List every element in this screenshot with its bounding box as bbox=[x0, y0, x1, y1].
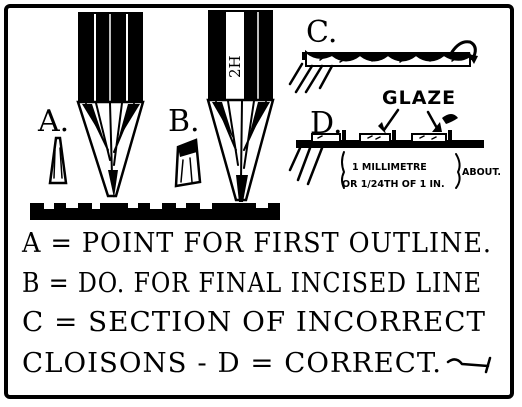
label-a: A. bbox=[37, 104, 69, 139]
caption-line-d: CLOISONS - D = CORRECT. bbox=[22, 348, 442, 379]
base-bar bbox=[30, 203, 280, 220]
glaze-label: GLAZE bbox=[382, 87, 456, 109]
label-c: C. bbox=[306, 15, 337, 50]
pencil-grade-label: 2H bbox=[226, 55, 244, 78]
pencil-b bbox=[206, 10, 275, 202]
pencil-b-lead bbox=[236, 175, 248, 202]
about-label: ABOUT. bbox=[462, 167, 501, 178]
measure-line-2: OR 1/24TH OF 1 IN. bbox=[342, 179, 445, 190]
flourish-mark bbox=[446, 358, 490, 368]
section-c-incorrect: C. bbox=[288, 15, 478, 94]
lead-a-shape bbox=[48, 136, 68, 185]
label-b: B. bbox=[168, 104, 200, 139]
pencil-a-lead bbox=[108, 170, 118, 198]
caption-line-b: B = DO. FOR FINAL INCISED LINE bbox=[22, 268, 482, 299]
caption-line-a: A = POINT FOR FIRST OUTLINE. bbox=[21, 228, 492, 259]
caption-block: A = POINT FOR FIRST OUTLINE. B = DO. FOR… bbox=[21, 228, 492, 379]
section-d-correct: D. GLAZE 1 MILLIMETRE OR 1/24TH OF 1 IN.… bbox=[288, 87, 501, 190]
pencil-a bbox=[76, 12, 145, 198]
measure-line-1: 1 MILLIMETRE bbox=[352, 162, 427, 173]
caption-line-c: C = SECTION OF INCORRECT bbox=[22, 307, 486, 338]
